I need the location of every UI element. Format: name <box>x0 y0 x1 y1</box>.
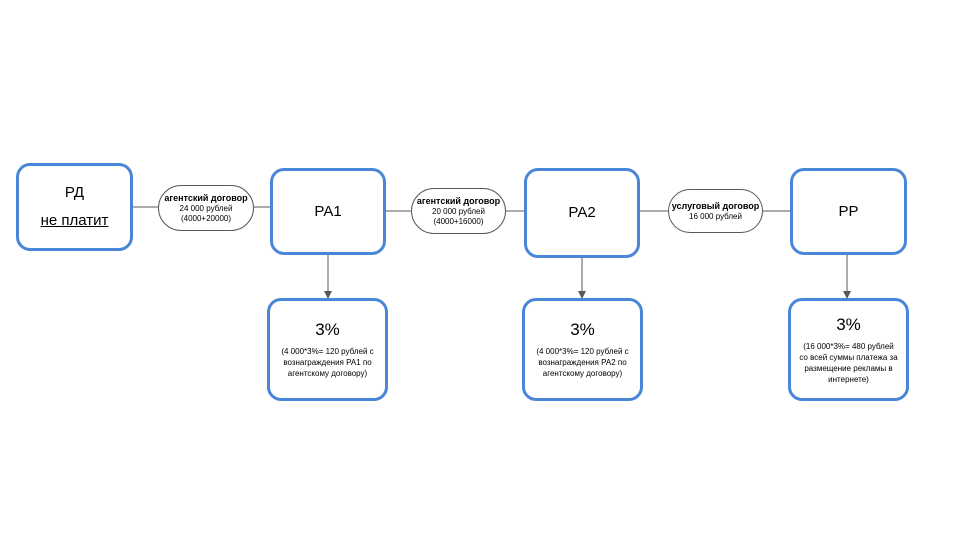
node-rd: РД не платит <box>16 163 133 251</box>
commission-note: (16 000*3%= 480 рублей со всей суммы пла… <box>799 341 898 384</box>
commission-rr: 3% (16 000*3%= 480 рублей со всей суммы … <box>788 298 909 401</box>
contract-amount: 20 000 рублей <box>432 206 485 216</box>
node-rr: РР <box>790 168 907 255</box>
commission-ra1: 3% (4 000*3%= 120 рублей с вознаграждени… <box>267 298 388 401</box>
contract-formula: (4000+16000) <box>433 216 484 226</box>
contract-title: агентский договор <box>416 195 501 206</box>
contract-ra2-rr: услуговый договор 16 000 рублей <box>668 189 763 233</box>
contract-title: услуговый договор <box>671 200 760 211</box>
contract-rd-ra1: агентский договор 24 000 рублей (4000+20… <box>158 185 254 231</box>
contract-formula: (4000+20000) <box>180 213 232 223</box>
commission-value: 3% <box>315 320 340 339</box>
contract-amount: 16 000 рублей <box>689 211 742 221</box>
node-ra1-title: РА1 <box>314 202 342 220</box>
node-rd-subtitle: не платит <box>40 212 109 229</box>
node-ra2-title: РА2 <box>568 204 596 221</box>
node-ra1: РА1 <box>270 168 386 255</box>
node-rr-title: РР <box>838 202 859 220</box>
contract-title: агентский договор <box>164 192 248 203</box>
contract-amount: 24 000 рублей <box>179 203 233 213</box>
commission-note: (4 000*3%= 120 рублей с вознаграждения Р… <box>281 347 374 378</box>
commission-value: 3% <box>570 320 595 339</box>
commission-note: (4 000*3%= 120 рублей с вознаграждения Р… <box>536 347 629 378</box>
node-ra2: РА2 <box>524 168 640 258</box>
node-rd-title: РД <box>64 184 85 201</box>
commission-ra2: 3% (4 000*3%= 120 рублей с вознаграждени… <box>522 298 643 401</box>
commission-value: 3% <box>836 314 861 334</box>
contract-ra1-ra2: агентский договор 20 000 рублей (4000+16… <box>411 188 506 234</box>
